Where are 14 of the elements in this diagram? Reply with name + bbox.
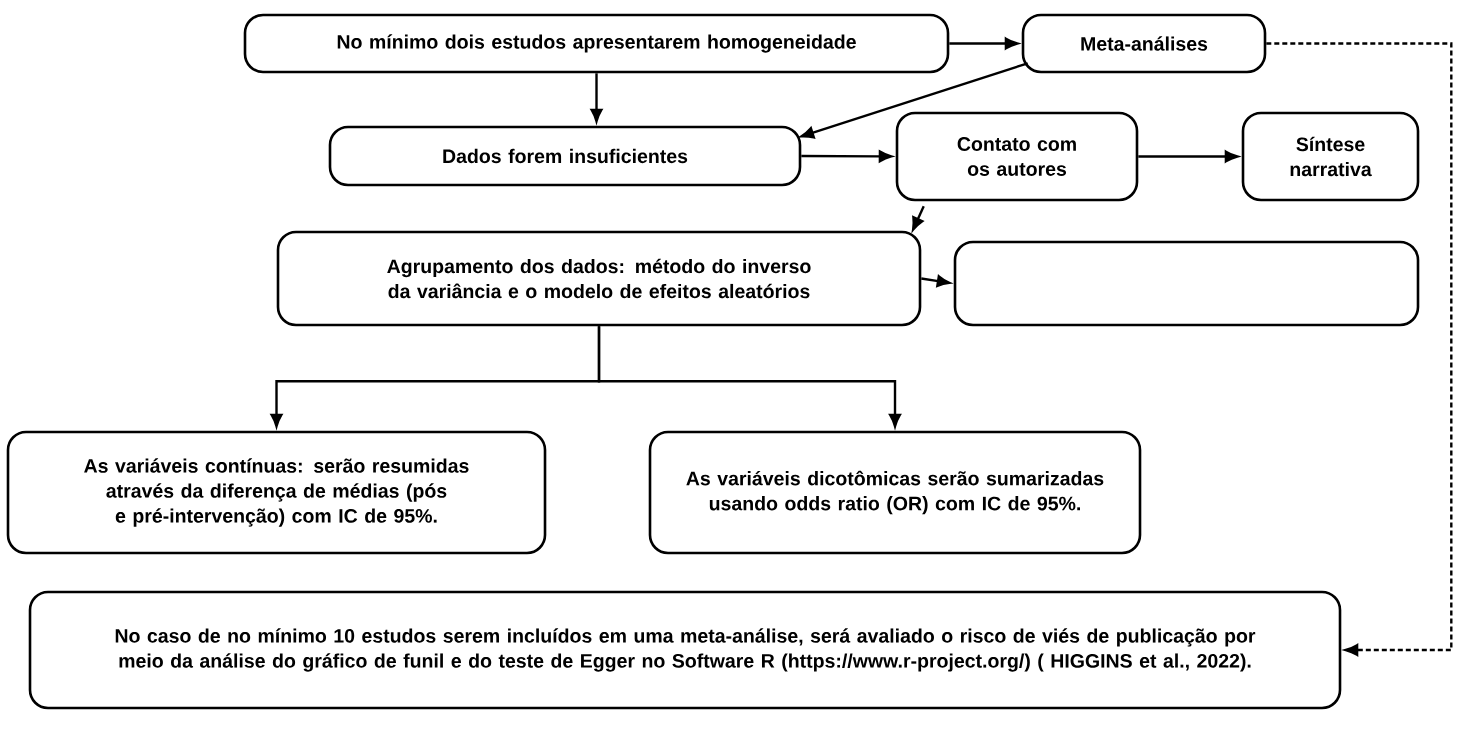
process-box: As variáveis contínuas: serão resumidas através da diferença de médias (pós e pré-intervenção) com IC de 95%. — [6, 430, 547, 555]
process-box: No mínimo dois estudos apresentarem homogeneidade — [243, 13, 950, 74]
arrow — [597, 326, 901, 428]
process-box: Dados forem insuficientes — [328, 125, 802, 187]
empty-box — [953, 240, 1420, 327]
process-box: Contato com os autores — [895, 111, 1139, 202]
process-box: Meta-análises — [1021, 13, 1267, 74]
arrow — [911, 205, 925, 231]
process-box: Síntese narrativa — [1241, 111, 1420, 202]
process-box: No caso de no mínimo 10 estudos serem incluídos em uma meta-análise, será avaliado o risco de viés de publicação por meio da análise do gráfico de funil e do teste de Egger no Software R (https://www.r-project.org/) ( HIGGINS et al., 2022). — [28, 590, 1342, 710]
process-box: As variáveis dicotômicas serão sumarizadas usando odds ratio (OR) com IC de 95%. — [648, 430, 1142, 555]
arrow — [800, 62, 1029, 139]
process-box: Agrupamento dos dados: método do inverso da variância e o modelo de efeitos aleatórios — [276, 230, 922, 327]
arrow — [1266, 42, 1453, 656]
